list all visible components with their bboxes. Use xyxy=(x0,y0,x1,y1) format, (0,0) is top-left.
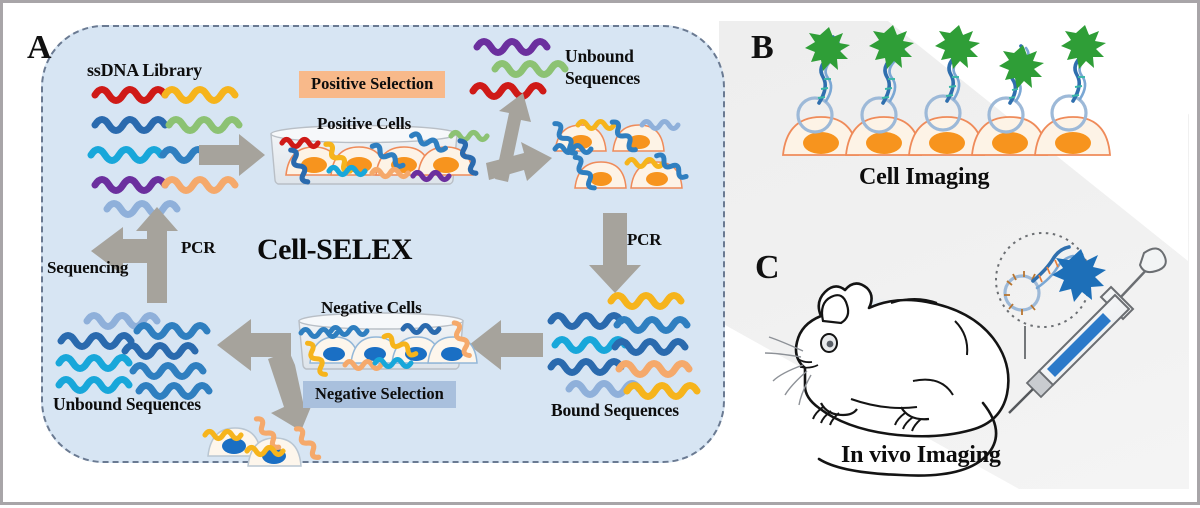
unbound-cells-right xyxy=(552,120,688,190)
inset-fluorophore-star xyxy=(1052,249,1106,302)
label-positive-selection: Positive Selection xyxy=(299,71,446,98)
label-positive-cells: Positive Cells xyxy=(317,114,411,133)
label-ssdna-library: ssDNA Library xyxy=(87,60,202,80)
panel-letter-a: A xyxy=(27,29,52,66)
label-unbound-sequences-bottom: Unbound Sequences xyxy=(53,394,201,414)
panel-b-cells xyxy=(781,25,1111,156)
label-pcr-left: PCR xyxy=(181,238,216,257)
label-bound-sequences: Bound Sequences xyxy=(551,400,679,420)
arrow-split-positive xyxy=(486,93,552,182)
discarded-negative-cells xyxy=(205,417,321,467)
arrow-bound-to-negative xyxy=(469,320,543,370)
label-unbound-sequences-top-1: Unbound xyxy=(565,46,634,66)
syringe-icon xyxy=(1008,247,1167,414)
panel-a-title: Cell-SELEX xyxy=(257,233,413,266)
panel-letter-c: C xyxy=(755,249,780,286)
arrow-pcr-sequencing xyxy=(91,207,178,303)
label-pcr-right: PCR xyxy=(627,230,662,249)
panel-letter-b: B xyxy=(751,29,774,66)
bound-sequence-waves xyxy=(551,296,697,397)
unbound-bottom-waves xyxy=(59,316,209,397)
label-sequencing: Sequencing xyxy=(47,258,129,277)
panel-b-aptamers xyxy=(796,25,1106,134)
arrow-library-to-positive xyxy=(199,134,265,176)
figure-graphics xyxy=(3,25,1167,477)
arrow-split-negative xyxy=(217,319,315,431)
positive-cells-dish xyxy=(270,124,487,185)
arrow-pcr-down xyxy=(589,213,641,293)
panel-c-inset xyxy=(995,232,1106,359)
panel-c-mouse xyxy=(764,282,1010,477)
negative-cells-dish xyxy=(298,312,478,376)
label-negative-selection: Negative Selection xyxy=(303,381,456,408)
label-negative-cells: Negative Cells xyxy=(321,298,422,317)
label-unbound-sequences-top-2: Sequences xyxy=(565,68,641,88)
caption-in-vivo-imaging: In vivo Imaging xyxy=(841,442,1001,468)
unbound-top-waves xyxy=(473,42,565,97)
caption-cell-imaging: Cell Imaging xyxy=(859,164,990,190)
